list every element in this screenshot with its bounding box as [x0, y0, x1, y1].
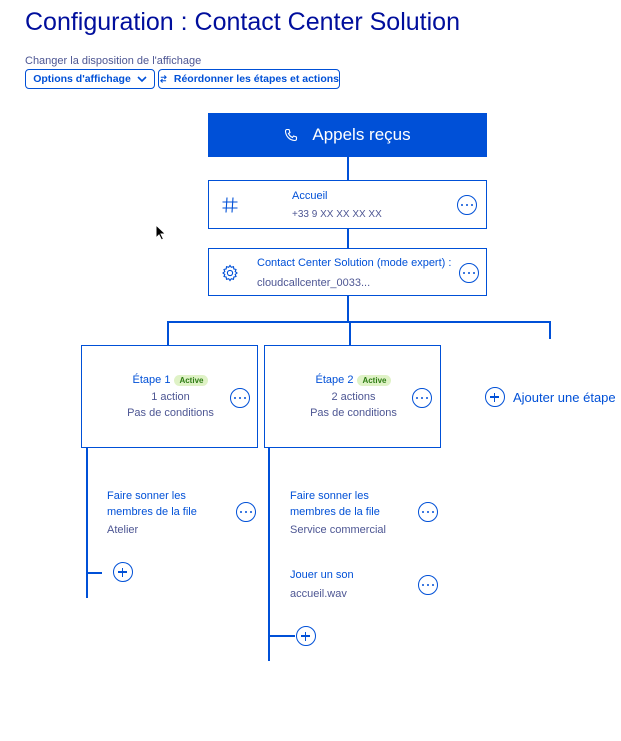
more-options-icon[interactable] — [230, 388, 250, 408]
connector-line — [347, 296, 349, 322]
action-value: accueil.wav — [290, 588, 347, 600]
step-title-row: Étape 2 Active — [265, 374, 442, 386]
phone-icon — [285, 128, 298, 142]
mouse-cursor-icon — [155, 224, 167, 241]
branch-line — [268, 635, 295, 637]
step-actions-count: 1 action — [151, 391, 190, 403]
add-step-label: Ajouter une étape — [513, 389, 616, 405]
action-item-play-sound[interactable]: Jouer un son — [290, 569, 354, 581]
action-value: Service commercial — [290, 524, 386, 536]
action-label-line1: Faire sonner les — [290, 490, 369, 502]
step-title[interactable]: Étape 2 — [315, 374, 354, 386]
more-options-icon[interactable] — [412, 388, 432, 408]
more-options-icon[interactable] — [418, 575, 438, 595]
connector-line — [347, 157, 349, 180]
more-options-icon[interactable] — [418, 502, 438, 522]
display-options-button[interactable]: Options d'affichage — [25, 69, 155, 89]
step-actions-count: 2 actions — [331, 391, 376, 403]
step-1-rail — [86, 448, 88, 598]
add-action-plus-icon[interactable] — [296, 626, 316, 646]
incoming-calls-block: Appels reçus — [208, 113, 487, 157]
more-options-icon[interactable] — [459, 263, 479, 283]
branch-line — [86, 572, 102, 574]
ccs-card[interactable]: Contact Center Solution (mode expert) : … — [208, 248, 487, 296]
branch-line — [167, 321, 551, 323]
gear-icon — [222, 264, 238, 282]
action-label-line2: membres de la file — [107, 506, 197, 518]
action-value: Atelier — [107, 524, 139, 536]
status-badge: Active — [357, 374, 392, 386]
add-step-button[interactable]: Ajouter une étape — [485, 387, 616, 407]
ccs-name[interactable]: Contact Center Solution (mode expert) : — [257, 257, 452, 269]
step-title[interactable]: Étape 1 — [132, 374, 171, 386]
step-2-rail — [268, 448, 270, 661]
connector-line — [347, 229, 349, 248]
plus-icon — [485, 387, 505, 407]
action-label-line1: Faire sonner les — [107, 490, 186, 502]
swap-arrows-icon — [160, 75, 167, 83]
step-card-2[interactable]: Étape 2 Active 2 actions Pas de conditio… — [264, 345, 441, 448]
chevron-down-icon — [137, 76, 147, 83]
layout-subtitle: Changer la disposition de l'affichage — [25, 55, 202, 67]
add-action-plus-icon[interactable] — [113, 562, 133, 582]
ccs-value: cloudcallcenter_0033... — [257, 277, 371, 289]
hash-icon — [222, 197, 238, 213]
step-conditions: Pas de conditions — [127, 407, 214, 419]
more-options-icon[interactable] — [236, 502, 256, 522]
action-item-ring-queue[interactable]: Faire sonner les membres de la file — [290, 488, 380, 520]
reorder-button[interactable]: Réordonner les étapes et actions — [158, 69, 340, 89]
connector-line — [349, 321, 351, 345]
step-card-1[interactable]: Étape 1 Active 1 action Pas de condition… — [81, 345, 258, 448]
connector-line — [167, 321, 169, 345]
welcome-number: +33 9 XX XX XX XX — [292, 209, 382, 220]
reorder-label: Réordonner les étapes et actions — [173, 73, 339, 85]
step-conditions: Pas de conditions — [310, 407, 397, 419]
welcome-card[interactable]: Accueil +33 9 XX XX XX XX — [208, 180, 487, 229]
incoming-calls-label: Appels reçus — [312, 125, 411, 144]
status-badge: Active — [174, 374, 209, 386]
welcome-name[interactable]: Accueil — [292, 190, 328, 202]
action-label-line2: membres de la file — [290, 506, 380, 518]
step-title-row: Étape 1 Active — [82, 374, 259, 386]
display-options-label: Options d'affichage — [33, 73, 131, 85]
more-options-icon[interactable] — [457, 195, 477, 215]
page-title: Configuration : Contact Center Solution — [25, 8, 460, 36]
connector-line — [549, 321, 551, 339]
action-item-ring-queue[interactable]: Faire sonner les membres de la file — [107, 488, 197, 520]
